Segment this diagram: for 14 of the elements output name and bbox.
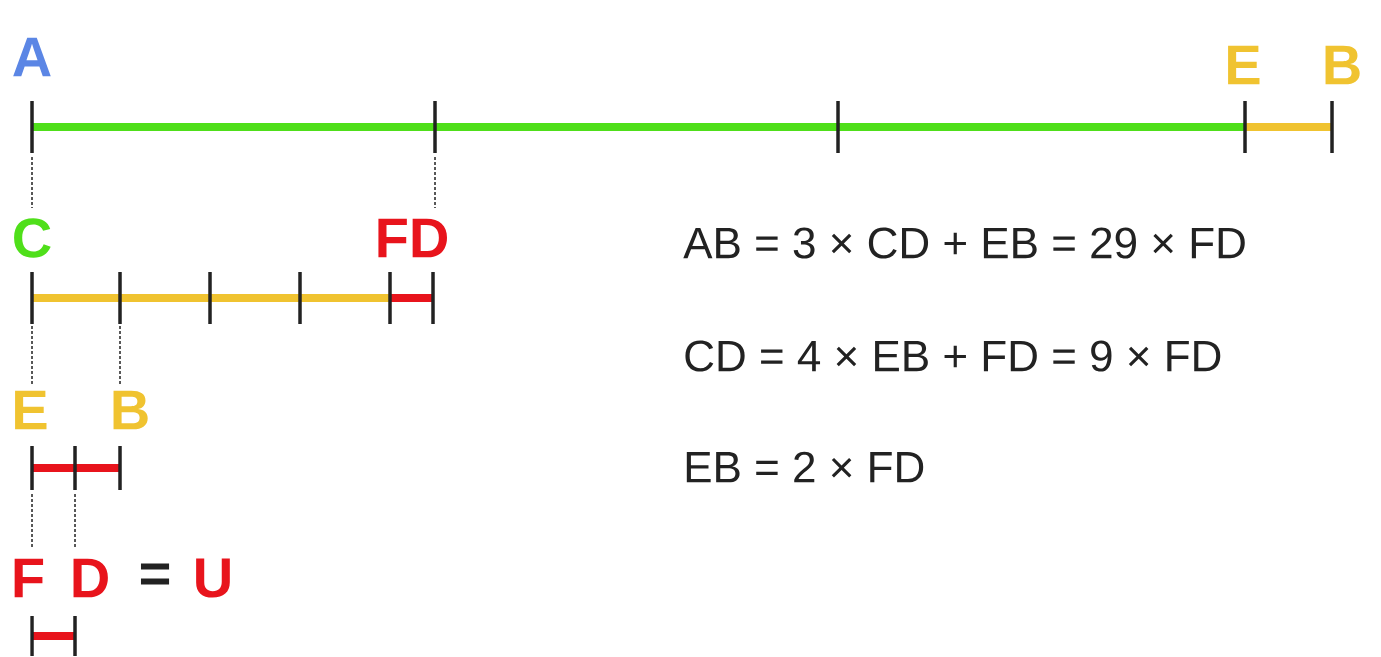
segment-label: C [14,218,51,258]
equation: EB = 2 × FD [686,451,924,483]
segment-label: B [1325,45,1360,85]
segment-label: A [13,37,51,77]
segment-label: B [113,390,148,430]
segment-label: FD [378,218,447,258]
segment-label: E [1228,45,1260,85]
segment-label: F [14,558,44,598]
equation: CD = 4 × EB + FD = 9 × FD [685,340,1221,372]
segment-label: D [73,558,108,598]
equation: AB = 3 × CD + EB = 29 × FD [683,227,1245,259]
segment-label: E [15,390,47,430]
segment-label: = [141,563,170,585]
segment-label: U [196,558,230,598]
